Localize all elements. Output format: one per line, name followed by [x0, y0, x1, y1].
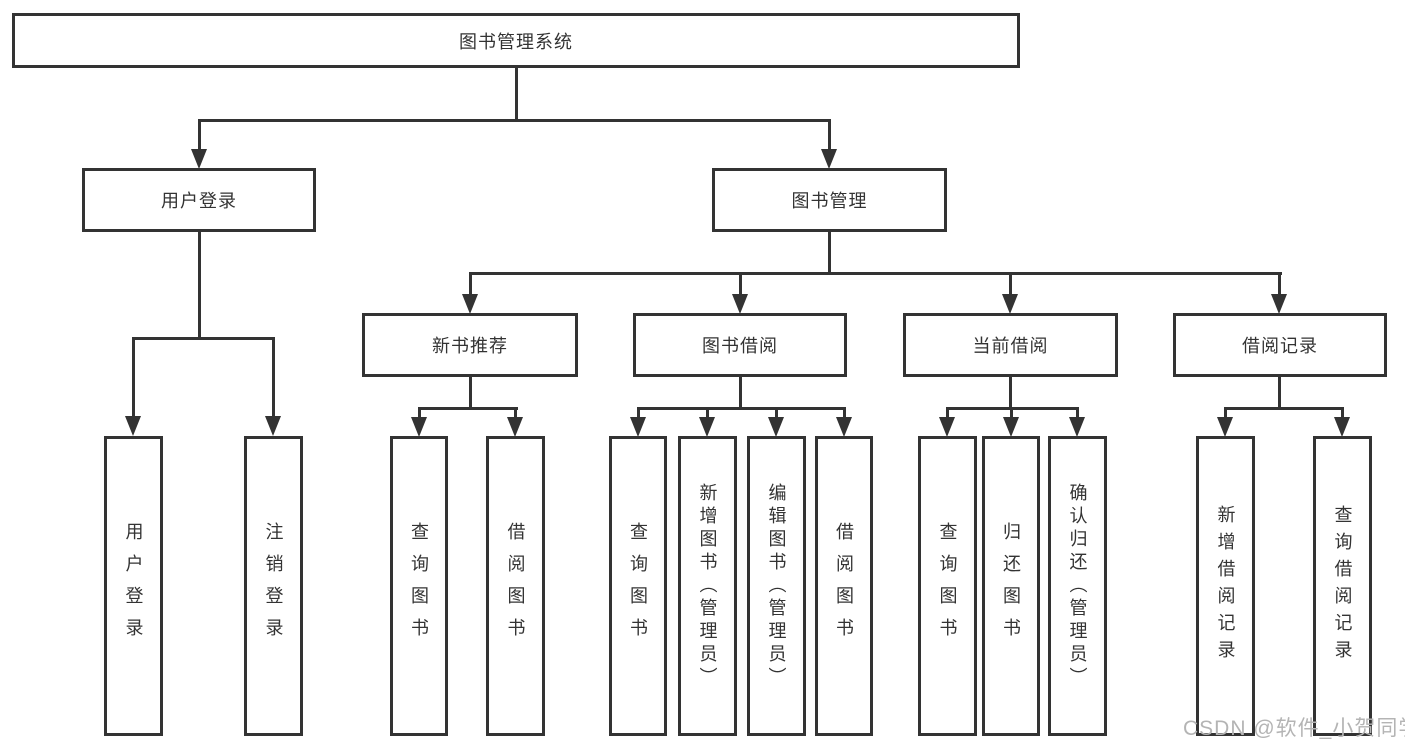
connector-arrow	[125, 337, 141, 436]
leaf-return-books: 归还图书	[982, 436, 1040, 736]
connector-line	[132, 337, 274, 340]
connector-arrow	[1002, 407, 1019, 437]
connector-line	[468, 377, 472, 407]
leaf-query-books-borrow-label: 查询图书	[628, 522, 648, 650]
connector-line	[417, 407, 518, 410]
leaf-edit-books-admin: 编辑图书（管理员）	[747, 436, 806, 736]
node-new-book-recommend-label: 新书推荐	[432, 336, 508, 356]
leaf-borrow-books-newbook-label: 借阅图书	[505, 522, 526, 650]
leaf-add-books-admin-label: 新增图书（管理员）	[697, 482, 718, 690]
node-user-login: 用户登录	[82, 168, 316, 232]
connector-arrow	[1271, 272, 1287, 314]
connector-arrow	[461, 272, 478, 314]
leaf-borrow-books-newbook: 借阅图书	[486, 436, 545, 736]
node-book-borrow: 图书借阅	[633, 313, 847, 377]
node-user-login-label: 用户登录	[161, 191, 237, 211]
node-book-borrow-label: 图书借阅	[702, 336, 778, 356]
node-borrow-records-label: 借阅记录	[1242, 336, 1318, 356]
node-current-borrow-label: 当前借阅	[972, 336, 1049, 356]
leaf-query-books-current-label: 查询图书	[937, 522, 958, 650]
leaf-borrow-books-borrow: 借阅图书	[815, 436, 873, 736]
node-current-borrow: 当前借阅	[903, 313, 1118, 377]
connector-arrow	[1002, 272, 1018, 314]
leaf-query-books-borrow: 查询图书	[609, 436, 667, 736]
leaf-query-borrow-record-label: 查询借阅记录	[1332, 505, 1353, 667]
connector-arrow	[1217, 407, 1233, 437]
connector-line	[1278, 377, 1281, 407]
connector-line	[738, 377, 742, 407]
node-borrow-records: 借阅记录	[1173, 313, 1387, 377]
connector-line	[636, 407, 846, 410]
connector-arrow	[264, 337, 281, 436]
connector-line	[514, 68, 518, 119]
leaf-confirm-return-admin: 确认归还（管理员）	[1048, 436, 1107, 736]
node-new-book-recommend: 新书推荐	[362, 313, 578, 377]
leaf-query-borrow-record: 查询借阅记录	[1313, 436, 1372, 736]
connector-arrow	[410, 407, 427, 437]
connector-arrow	[698, 407, 715, 437]
connector-arrow	[767, 407, 784, 437]
connector-line	[1009, 377, 1012, 407]
connector-arrow	[835, 407, 852, 437]
leaf-query-books-newbook-label: 查询图书	[409, 522, 429, 650]
connector-arrow	[507, 407, 523, 437]
connector-arrow	[820, 119, 837, 169]
leaf-query-books-current: 查询图书	[918, 436, 977, 736]
leaf-edit-books-admin-label: 编辑图书（管理员）	[766, 482, 787, 690]
leaf-add-books-admin: 新增图书（管理员）	[678, 436, 737, 736]
connector-arrow	[190, 119, 207, 169]
connector-line	[197, 232, 201, 337]
leaf-confirm-return-admin-label: 确认归还（管理员）	[1067, 482, 1088, 690]
connector-line	[197, 119, 831, 122]
leaf-add-borrow-record-label: 新增借阅记录	[1215, 505, 1236, 667]
leaf-return-books-label: 归还图书	[1001, 522, 1021, 650]
leaf-borrow-books-borrow-label: 借阅图书	[834, 522, 854, 650]
connector-arrow	[1069, 407, 1085, 437]
leaf-logout: 注销登录	[244, 436, 303, 736]
connector-arrow	[938, 407, 955, 437]
leaf-user-login: 用户登录	[104, 436, 163, 736]
connector-line	[1224, 407, 1344, 410]
leaf-user-login-label: 用户登录	[123, 522, 144, 650]
connector-arrow	[731, 272, 748, 314]
connector-arrow	[629, 407, 646, 437]
node-book-management: 图书管理	[712, 168, 947, 232]
node-root-label: 图书管理系统	[459, 31, 573, 52]
connector-line	[827, 232, 831, 272]
connector-arrow	[1334, 407, 1350, 437]
leaf-query-books-newbook: 查询图书	[390, 436, 448, 736]
node-root: 图书管理系统	[12, 13, 1020, 68]
connector-line	[468, 272, 1282, 275]
node-book-management-label: 图书管理	[791, 191, 868, 211]
leaf-add-borrow-record: 新增借阅记录	[1196, 436, 1255, 736]
watermark: CSDN @软件_小贺同学	[1183, 717, 1405, 740]
leaf-logout-label: 注销登录	[263, 522, 284, 650]
